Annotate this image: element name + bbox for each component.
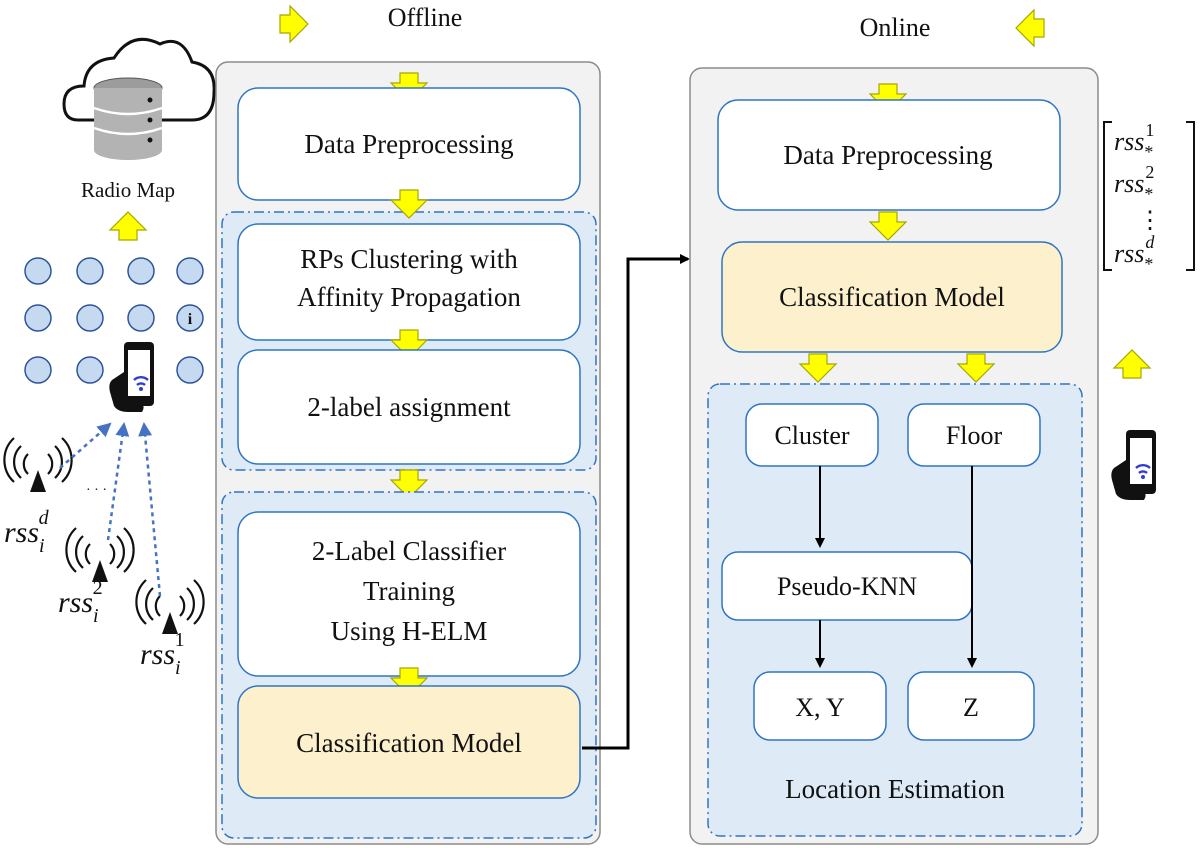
reference-point <box>76 356 104 384</box>
rss-star-d: rss*d <box>1114 232 1155 274</box>
cloud-database-icon <box>62 37 216 160</box>
location-estimation-label: Location Estimation <box>785 774 1005 804</box>
rss-1-label: rssi1 <box>140 629 185 679</box>
training-label-line3: Using H-ELM <box>331 616 488 646</box>
rss-star-2: rss*2 <box>1114 162 1154 204</box>
info-glyph: i <box>188 311 193 328</box>
phone-icon <box>1110 428 1158 502</box>
right-bracket <box>1186 121 1195 271</box>
phone-icon <box>108 340 156 414</box>
reference-point <box>24 356 52 384</box>
reference-point <box>127 257 155 285</box>
reference-point <box>76 304 104 332</box>
clustering-label-line2: Affinity Propagation <box>297 282 521 312</box>
signal-line <box>138 422 162 597</box>
ellipsis: · · · <box>86 483 107 498</box>
access-points: · · · rssid rssi2 rssi1 <box>3 422 205 679</box>
reference-point-i <box>176 304 204 332</box>
up-arrow-icon <box>1113 349 1151 379</box>
online-model-label: Classification Model <box>779 282 1005 312</box>
xy-box <box>753 671 887 741</box>
training-label-line1: 2-Label Classifier <box>312 536 506 566</box>
clustering-label-line1: RPs Clustering with <box>300 244 518 274</box>
left-bracket <box>1103 121 1112 271</box>
offline-preprocessing-label: Data Preprocessing <box>304 129 513 159</box>
online-panel: Online Data Preprocessing Classification… <box>689 9 1099 845</box>
offline-model-box <box>237 685 581 799</box>
signal-line <box>59 422 112 469</box>
vertical-dots: ⋮ <box>1138 208 1162 234</box>
online-model-box <box>721 241 1063 353</box>
reference-point <box>127 304 155 332</box>
radio-map-group: Radio Map <box>62 37 216 241</box>
reference-point <box>76 257 104 285</box>
label-assignment-label: 2-label assignment <box>307 392 511 422</box>
xy-label: X, Y <box>795 693 845 722</box>
signal-line <box>106 422 130 541</box>
rss-star-1: rss*1 <box>1114 120 1154 162</box>
z-label: Z <box>963 693 979 722</box>
cluster-label: Cluster <box>774 421 849 450</box>
floor-box <box>907 403 1041 467</box>
model-transfer-arrow <box>582 254 690 750</box>
rss-2-label: rssi2 <box>58 577 103 627</box>
up-arrow-icon <box>109 211 147 241</box>
label-assignment-box <box>237 349 581 465</box>
offline-model-label: Classification Model <box>296 728 522 758</box>
offline-title: Offline <box>388 3 463 32</box>
left-arrow-icon <box>1015 9 1045 47</box>
offline-panel: Offline Data Preprocessing RPs Clusterin… <box>215 3 601 845</box>
rss-d-label: rssid <box>4 507 50 557</box>
pseudo-knn-label: Pseudo-KNN <box>777 572 917 601</box>
reference-point <box>176 356 204 384</box>
reference-point-grid: i <box>24 257 204 414</box>
right-arrow-icon <box>279 5 309 43</box>
reference-point <box>24 304 52 332</box>
antenna-icon <box>65 526 135 584</box>
floor-label: Floor <box>946 421 1003 450</box>
online-title: Online <box>860 13 931 42</box>
reference-point <box>24 257 52 285</box>
cluster-box <box>745 403 879 467</box>
z-box <box>907 671 1035 741</box>
online-preprocessing-label: Data Preprocessing <box>783 140 992 170</box>
radio-map-label: Radio Map <box>81 178 175 202</box>
online-preprocessing-box <box>717 99 1061 211</box>
reference-point <box>176 257 204 285</box>
rss-vector: rss*1 rss*2 ⋮ rss*d <box>1103 120 1195 502</box>
training-label-line2: Training <box>363 576 455 606</box>
antenna-icon <box>135 578 205 636</box>
